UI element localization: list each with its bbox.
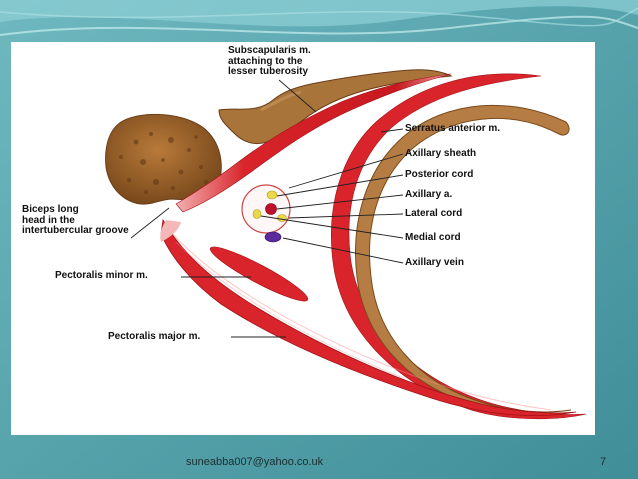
subscapularis-muscle <box>175 73 452 213</box>
axillary-artery <box>265 203 277 215</box>
posterior-cord <box>266 190 278 200</box>
label-medial-cord: Medial cord <box>405 232 461 243</box>
pectoralis-major-muscle <box>160 218 577 416</box>
lateral-cord <box>277 214 287 222</box>
axilla-diagram <box>105 69 587 420</box>
axillary-vein <box>264 231 282 243</box>
label-axillary-sheath: Axillary sheath <box>405 148 477 159</box>
label-pectoralis-major: Pectoralis major m. <box>108 331 201 342</box>
pectoralis-minor-muscle <box>209 246 309 302</box>
serratus-anterior-muscle <box>331 73 587 420</box>
medial-cord <box>252 209 262 219</box>
label-axillary-artery: Axillary a. <box>405 189 453 200</box>
slide-number: 7 <box>600 456 607 468</box>
label-pectoralis-minor: Pectoralis minor m. <box>55 270 148 281</box>
label-posterior-cord: Posterior cord <box>405 169 474 180</box>
leader-lines <box>130 79 404 338</box>
label-lateral-cord: Lateral cord <box>405 208 463 219</box>
rib <box>355 104 572 413</box>
humeral-head <box>105 113 222 205</box>
label-axillary-vein: Axillary vein <box>405 257 464 268</box>
footer-email: suneabba007@yahoo.co.uk <box>186 456 324 468</box>
label-serratus-anterior: Serratus anterior m. <box>405 123 501 134</box>
label-biceps-long-head: Biceps long head in the intertubercular … <box>22 204 129 236</box>
label-subscapularis: Subscapularis m. attaching to the lesser… <box>228 45 311 77</box>
